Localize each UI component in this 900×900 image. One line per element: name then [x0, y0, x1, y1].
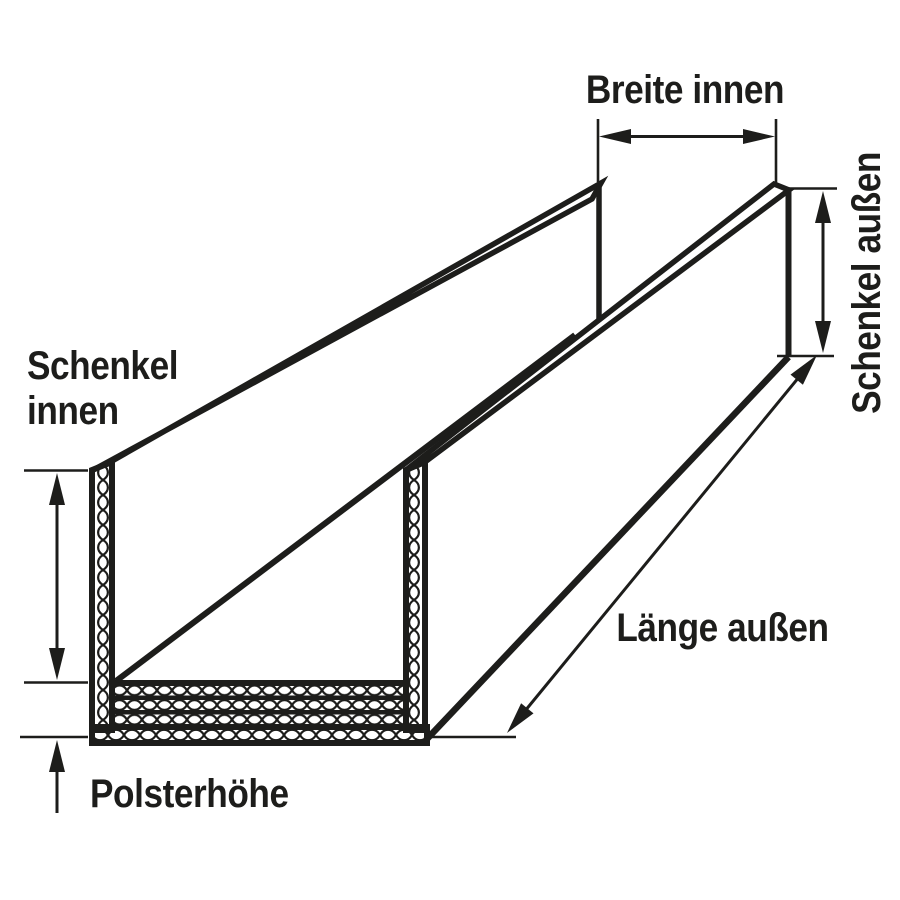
- arrowhead-left-icon: [599, 129, 631, 144]
- arrowhead-down-icon: [815, 321, 831, 353]
- u-profile-body: [89, 175, 795, 746]
- right-leg-bottom-edge: [423, 354, 791, 743]
- dimension-label-breite-innen: Breite innen: [585, 68, 785, 112]
- dimension-label-schenkel-innen: Schenkel innen: [27, 344, 178, 434]
- dimension-schenkel-aussen: [777, 187, 837, 358]
- dimension-label-schenkel-aussen: Schenkel außen: [845, 152, 889, 414]
- profile-base-cross-section: [89, 724, 430, 746]
- arrowhead-up-icon: [49, 473, 65, 505]
- cushion-pad-cross-section: [109, 680, 409, 730]
- dimension-laenge-aussen: [430, 355, 817, 739]
- left-leg-top-edge: [91, 175, 609, 473]
- arrowhead-down-icon: [49, 648, 65, 680]
- dimension-label-polsterhoehe: Polsterhöhe: [90, 772, 289, 816]
- dimension-schenkel-innen: [24, 469, 88, 684]
- dimension-polsterhoehe: [20, 735, 88, 813]
- dimension-label-schenkel-innen-line1: Schenkel: [27, 344, 179, 388]
- dimension-label-laenge-aussen: Länge außen: [616, 606, 829, 650]
- arrowhead-near-icon: [507, 703, 534, 733]
- arrowhead-far-icon: [790, 355, 817, 385]
- arrowhead-right-icon: [743, 129, 775, 144]
- dimension-breite-innen: [596, 119, 778, 183]
- left-leg-inner-bottom-edge: [114, 332, 577, 684]
- dimension-line: [525, 378, 799, 710]
- arrowhead-up-icon: [815, 191, 831, 223]
- dimension-label-schenkel-innen-line2: innen: [27, 389, 119, 433]
- arrowhead-up-icon: [49, 740, 65, 772]
